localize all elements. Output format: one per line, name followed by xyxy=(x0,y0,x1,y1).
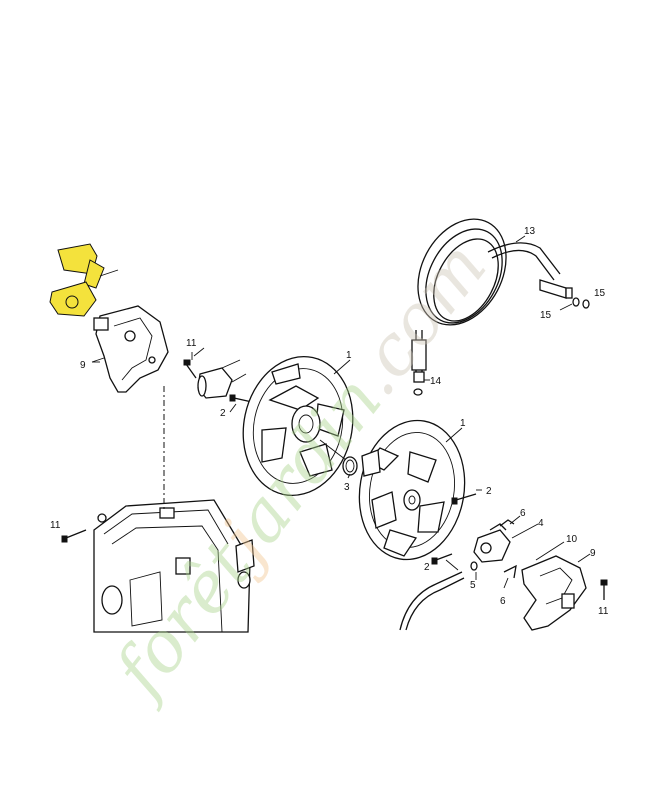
callout-2-right: 2 xyxy=(486,486,492,497)
callout-11-upper: 11 xyxy=(186,338,197,349)
screw-11-right xyxy=(600,579,608,600)
callout-2-lower: 2 xyxy=(424,562,430,573)
screw-5 xyxy=(470,561,478,571)
callout-1-upper: 1 xyxy=(346,350,352,361)
clip-6-upper xyxy=(489,523,507,531)
callout-11-right: 11 xyxy=(598,606,609,617)
reel-disc-left xyxy=(242,355,354,497)
screw-11-left xyxy=(61,529,87,543)
watermark-logo: forêtjardin.com xyxy=(96,226,503,714)
crank-handle-highlighted[interactable] xyxy=(49,243,119,317)
washer-housing xyxy=(93,499,255,633)
o-ring-3 xyxy=(342,456,358,476)
callout-2-left: 2 xyxy=(220,408,226,419)
screw-11-upper xyxy=(183,352,197,379)
leader-lines xyxy=(92,235,591,589)
o-ring-14 xyxy=(413,388,423,396)
part-callouts: 13 15 15 1 9 11 2 14 1 3 2 6 4 11 10 9 2… xyxy=(50,226,609,617)
callout-1-right: 1 xyxy=(460,418,466,429)
callout-4: 4 xyxy=(538,518,544,529)
callout-3: 3 xyxy=(344,482,350,493)
callout-6-lower: 6 xyxy=(500,596,506,607)
hose-guide-right xyxy=(521,555,587,631)
callout-15-right: 15 xyxy=(594,288,606,299)
shaft-coupling xyxy=(197,359,247,399)
callout-11-left: 11 xyxy=(50,520,61,531)
screw-2-right xyxy=(451,493,477,505)
callout-14: 14 xyxy=(430,376,442,387)
callout-15-left: 15 xyxy=(540,310,552,321)
callout-13: 13 xyxy=(524,226,536,237)
lower-hose xyxy=(399,571,465,631)
o-rings-15 xyxy=(572,297,590,309)
callout-9-right: 9 xyxy=(590,548,596,559)
callout-5: 5 xyxy=(470,580,476,591)
reel-bracket xyxy=(91,305,169,393)
swivel-connector xyxy=(473,519,515,563)
coiled-hose xyxy=(411,218,573,383)
screw-2-lower xyxy=(431,553,453,565)
callout-9-left: 9 xyxy=(80,360,86,371)
callout-10: 10 xyxy=(566,534,578,545)
callout-6-upper: 6 xyxy=(520,508,526,519)
reel-disc-right xyxy=(358,419,466,561)
svg-text:forêtjardin.com: forêtjardin.com xyxy=(96,226,503,714)
clip-6-lower xyxy=(503,564,517,579)
